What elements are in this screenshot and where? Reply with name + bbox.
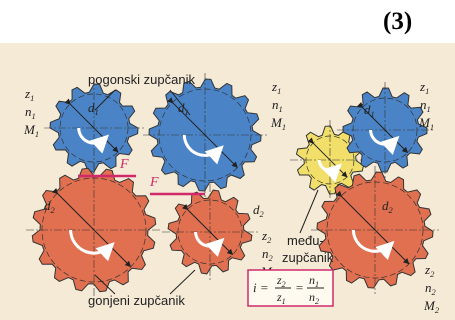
driver-leader-right	[169, 89, 191, 116]
sym-right-driven-z: z2	[424, 262, 435, 279]
driven-gear-left	[26, 162, 162, 298]
sym-right-driven-n: n2	[425, 280, 437, 297]
driven-leader-left	[94, 274, 116, 295]
sym-middle-driven-z: z2	[261, 228, 272, 245]
figure-number: (3)	[383, 8, 413, 35]
sym-middle-driven-n: n2	[262, 246, 274, 263]
driver-gear-left	[44, 78, 144, 178]
driver-leader-left	[94, 89, 116, 111]
formula-lhs: i =	[253, 280, 269, 295]
driven-gear-label: gonjeni zupčanik	[88, 293, 185, 308]
sym-right-driver-n: n1	[420, 97, 431, 114]
formula-frac2-num: n1	[309, 273, 319, 289]
gear-ratio-formula: i = z2 z1 = n1 n2	[247, 269, 334, 307]
sym-right-driver-z: z1	[419, 79, 429, 96]
force-label-middle: F	[149, 175, 159, 190]
force-label-left: F	[119, 157, 129, 172]
driven-leader-right	[169, 269, 196, 295]
idler-label-line1: među-	[287, 233, 324, 248]
formula-frac1-den: z1	[276, 290, 286, 306]
sym-left-driver-z: z1	[24, 86, 34, 103]
driven-gear-middle	[162, 184, 258, 280]
d1-label-middle: d1	[178, 100, 189, 117]
d1-label-left: d1	[88, 100, 99, 117]
driver-gear-middle	[143, 73, 267, 197]
driven-gear-right	[311, 166, 439, 294]
d2-label-right: d2	[382, 198, 394, 215]
d1-label-right: d1	[364, 102, 375, 119]
formula-frac1-num: z2	[276, 273, 286, 289]
idler-leader	[299, 189, 319, 234]
d2-label-middle: d2	[253, 202, 265, 219]
sym-left-driver-n: n1	[25, 104, 36, 121]
formula-frac2-den: n2	[309, 290, 319, 306]
d2-label-left: d2	[44, 198, 56, 215]
idler-label-line2: zupčanik	[282, 250, 334, 265]
sym-middle-driver-z: z1	[271, 79, 281, 96]
formula-eq: =	[295, 280, 304, 295]
sym-middle-driver-n: n1	[272, 97, 283, 114]
driver-gear-right	[337, 82, 433, 178]
driver-gear-label: pogonski zupčanik	[88, 72, 195, 87]
